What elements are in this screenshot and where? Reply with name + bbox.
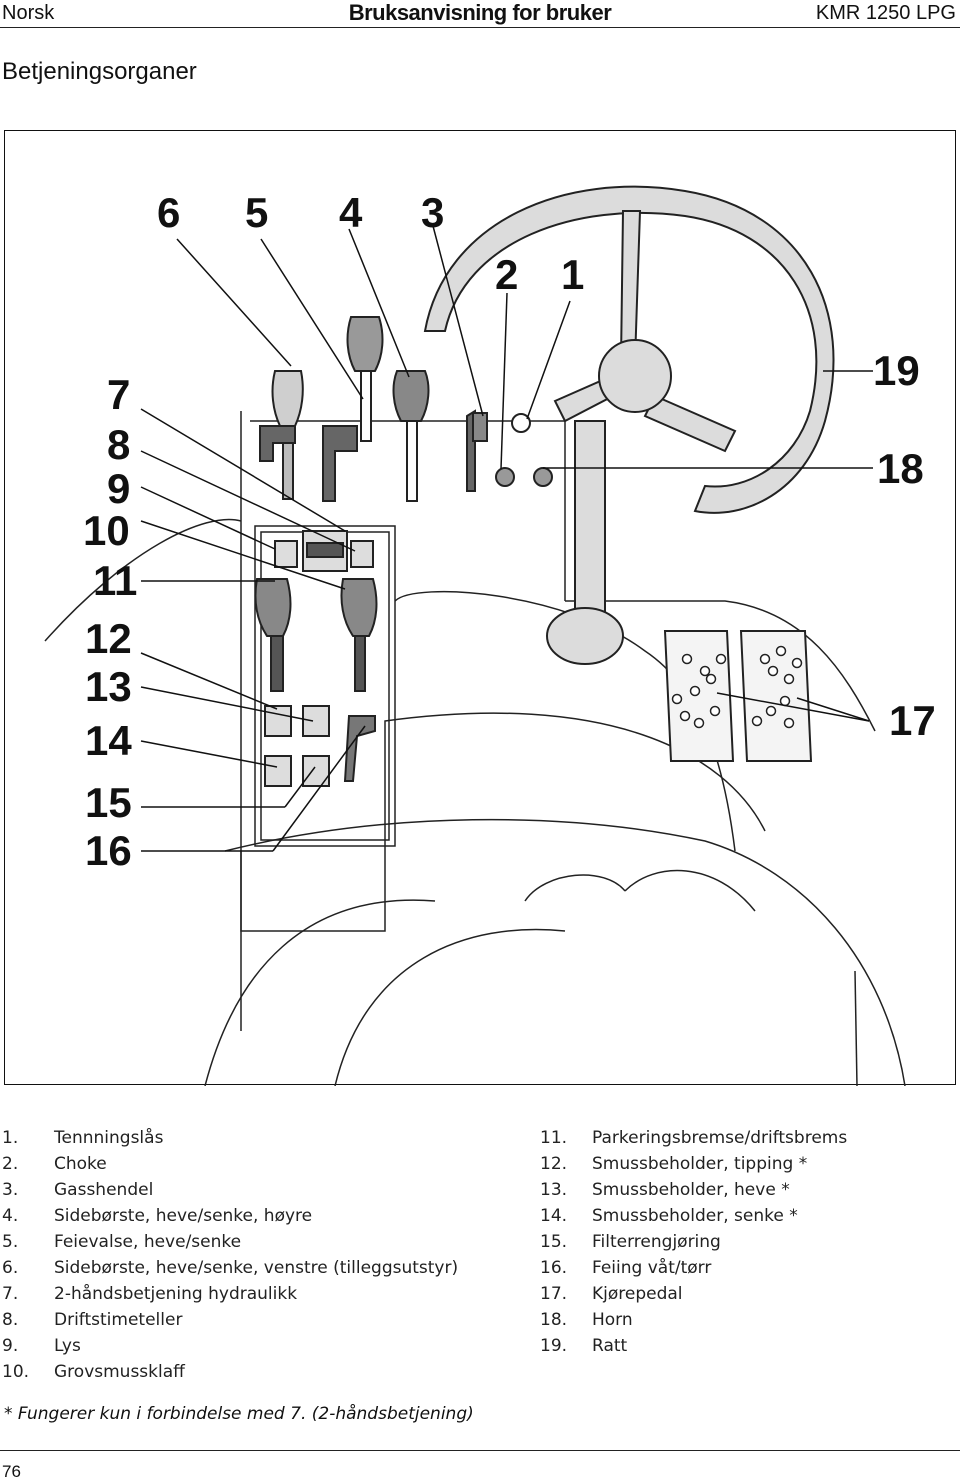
- legend-item: 14.Smussbeholder, senke *: [540, 1206, 798, 1226]
- callout-10: 10: [83, 507, 130, 554]
- callout-19: 19: [873, 347, 920, 394]
- controls-figure: 6 5 4 3 2 1 19 18 17 7 8 9 10 11 12 13 1…: [4, 130, 956, 1086]
- legend-item: 8.Driftstimeteller: [2, 1310, 183, 1330]
- callout-12: 12: [85, 615, 132, 662]
- page-number: 76: [2, 1462, 21, 1481]
- callout-18: 18: [877, 445, 924, 492]
- legend-item: 16.Feiing våt/tørr: [540, 1258, 712, 1278]
- legend-item: 10.Grovsmussklaff: [2, 1362, 185, 1382]
- legend-item: 2.Choke: [2, 1154, 107, 1174]
- legend-item: 12.Smussbeholder, tipping *: [540, 1154, 808, 1174]
- header-rule: [0, 27, 960, 28]
- callout-7: 7: [107, 371, 130, 418]
- footer-rule: [0, 1450, 960, 1451]
- callout-9: 9: [107, 465, 130, 512]
- legend-item: 18.Horn: [540, 1310, 633, 1330]
- legend-left: 1.Tennningslås 2.Choke 3.Gasshendel 4.Si…: [2, 1125, 458, 1385]
- callout-5: 5: [245, 189, 268, 236]
- callout-1: 1: [561, 251, 584, 298]
- legend-item: 5.Feievalse, heve/senke: [2, 1232, 242, 1252]
- callout-3: 3: [421, 189, 444, 236]
- callout-13: 13: [85, 663, 132, 710]
- header-model: KMR 1250 LPG: [815, 2, 956, 24]
- callout-2: 2: [495, 251, 518, 298]
- legend-item: 19.Ratt: [540, 1336, 628, 1356]
- callout-17: 17: [889, 697, 936, 744]
- legend-item: 11.Parkeringsbremse/driftsbrems: [540, 1128, 848, 1148]
- controls-illustration: 6 5 4 3 2 1 19 18 17 7 8 9 10 11 12 13 1…: [44, 185, 936, 1086]
- legend-right: 11.Parkeringsbremse/driftsbrems 12.Smuss…: [540, 1125, 847, 1359]
- legend-item: 13.Smussbeholder, heve *: [540, 1180, 790, 1200]
- legend-item: 9.Lys: [2, 1336, 81, 1356]
- section-title: Betjeningsorganer: [2, 58, 197, 85]
- footnote: * Fungerer kun i forbindelse med 7. (2-h…: [4, 1404, 474, 1424]
- legend-item: 1.Tennningslås: [2, 1128, 164, 1148]
- legend-item: 7.2-håndsbetjening hydraulikk: [2, 1284, 298, 1304]
- callout-16: 16: [85, 827, 132, 874]
- callout-4: 4: [339, 189, 363, 236]
- legend-item: 4.Sidebørste, heve/senke, høyre: [2, 1206, 313, 1226]
- callout-8: 8: [107, 421, 130, 468]
- callout-11: 11: [93, 557, 137, 604]
- header-language: Norsk: [2, 2, 55, 24]
- legend-item: 6.Sidebørste, heve/senke, venstre (tille…: [2, 1258, 459, 1278]
- callout-6: 6: [157, 189, 180, 236]
- legend-item: 17.Kjørepedal: [540, 1284, 683, 1304]
- legend-item: 15.Filterrengjøring: [540, 1232, 721, 1252]
- header-title: Bruksanvisning for bruker: [348, 0, 612, 25]
- legend-item: 3.Gasshendel: [2, 1180, 154, 1200]
- callout-14: 14: [85, 717, 132, 764]
- callout-15: 15: [85, 779, 132, 826]
